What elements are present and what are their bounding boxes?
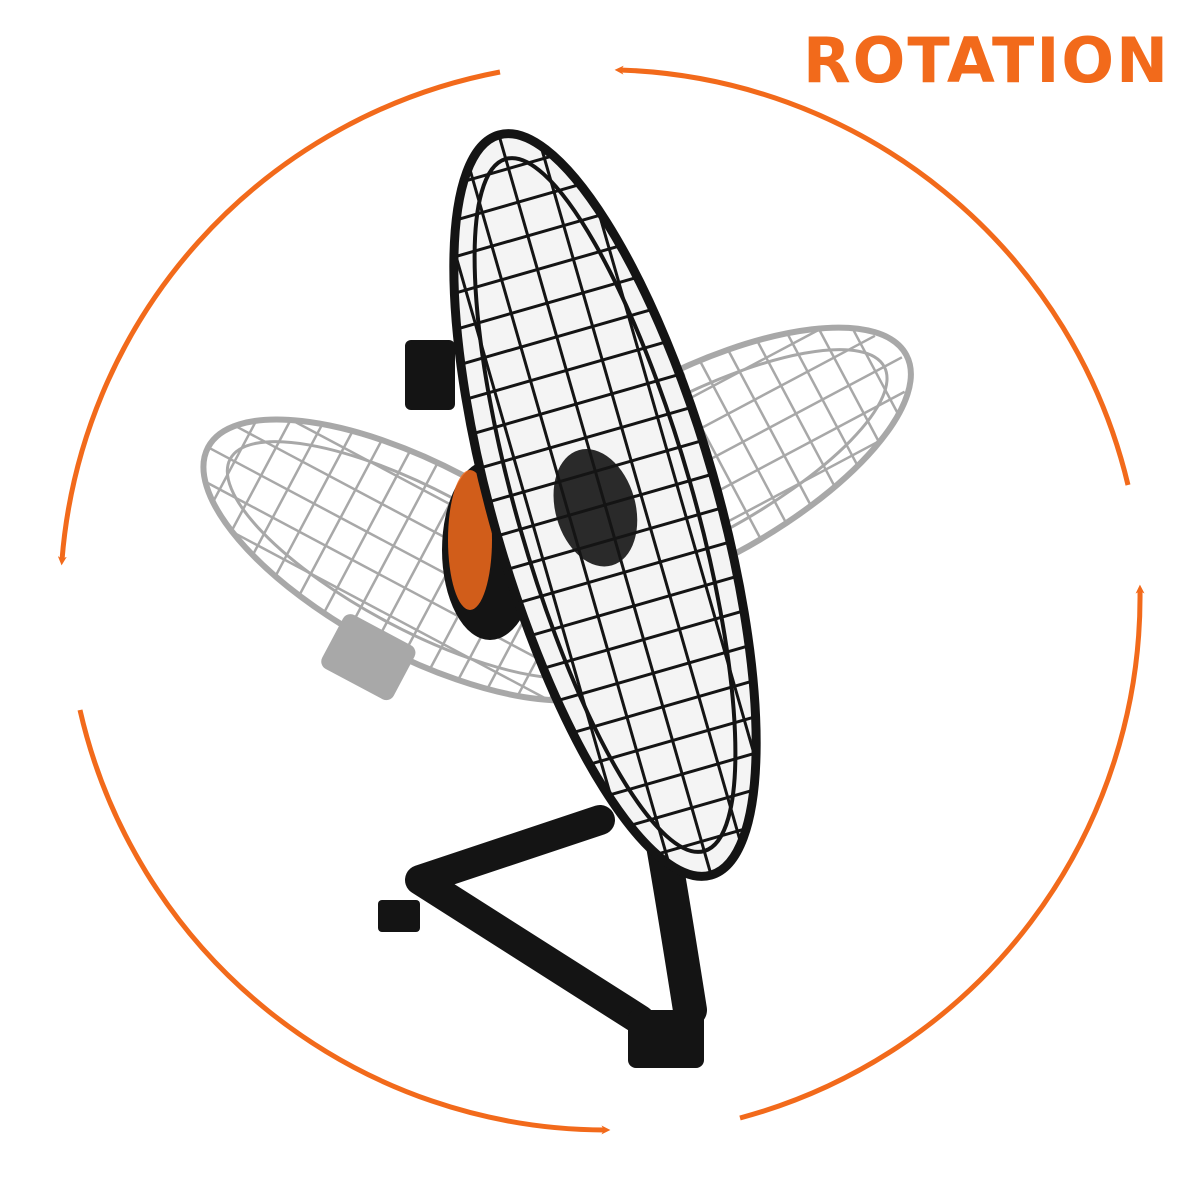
- fan-head: [449, 129, 761, 881]
- arrow-bottom-left: [77, 709, 611, 1135]
- arrow-top-right: [614, 65, 1131, 486]
- grille-rib: [452, 249, 614, 802]
- grille-rib: [596, 208, 758, 761]
- grille-rib: [539, 145, 743, 845]
- rotation-heading: ROTATION: [802, 24, 1170, 97]
- arrow-top: [57, 69, 501, 566]
- grille-rib: [231, 530, 549, 702]
- arrow-bottom-right: [739, 584, 1145, 1121]
- rotation-arrows-icon: [57, 65, 1145, 1135]
